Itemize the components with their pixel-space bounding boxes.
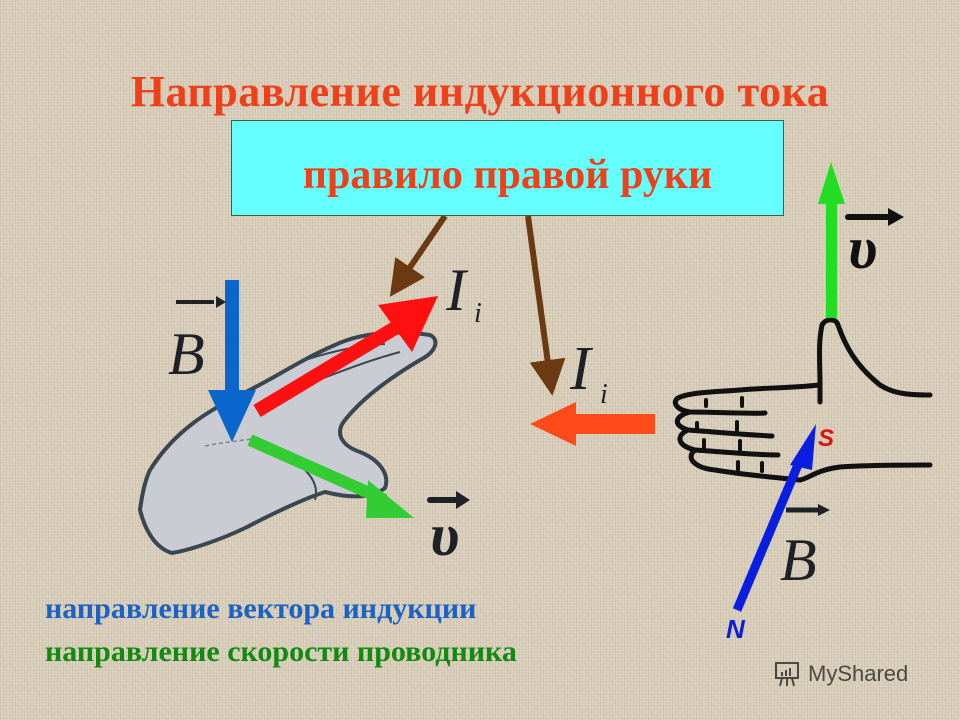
svg-text:i: i: [600, 379, 608, 410]
svg-text:υ: υ: [430, 502, 459, 568]
north-pole-label: N: [726, 614, 746, 644]
right-v-arrow: [818, 162, 845, 318]
legend-conductor-velocity: направление скорости проводника: [45, 635, 517, 668]
pointer-arrow-left: [389, 214, 448, 297]
presentation-board-icon: [775, 662, 799, 687]
left-B-label: B: [168, 296, 226, 387]
right-hand-illustration: [672, 317, 933, 483]
watermark-text: MyShared: [808, 661, 909, 686]
svg-text:S: S: [818, 425, 834, 452]
right-hand-rule-box: правило правой руки: [231, 120, 784, 216]
left-B-arrow: [208, 280, 256, 442]
left-hand-illustration: [138, 330, 438, 555]
right-I-arrow: [530, 402, 655, 446]
right-B-arrow: [732, 424, 816, 612]
svg-text:I: I: [445, 257, 469, 323]
south-pole-label: S: [818, 425, 834, 452]
pointer-arrow-right: [525, 215, 566, 396]
right-v-label: υ: [845, 208, 904, 281]
right-B-label: B: [780, 504, 830, 593]
legend-induction-vector: направление вектора индукции: [45, 592, 477, 625]
left-I-label: I i: [445, 257, 482, 329]
rule-label: правило правой руки: [302, 152, 713, 198]
right-I-label: I i: [569, 335, 608, 410]
left-I-arrow: [253, 296, 438, 417]
left-v-label: υ: [427, 491, 470, 568]
slide-title: Направление индукционного тока: [130, 67, 830, 116]
watermark: MyShared: [772, 660, 908, 688]
svg-text:B: B: [780, 527, 817, 593]
svg-text:N: N: [726, 614, 746, 644]
svg-text:υ: υ: [848, 215, 877, 281]
svg-text:B: B: [168, 321, 205, 387]
svg-text:i: i: [474, 298, 482, 329]
svg-text:I: I: [569, 335, 594, 403]
left-v-arrow: [247, 434, 414, 518]
